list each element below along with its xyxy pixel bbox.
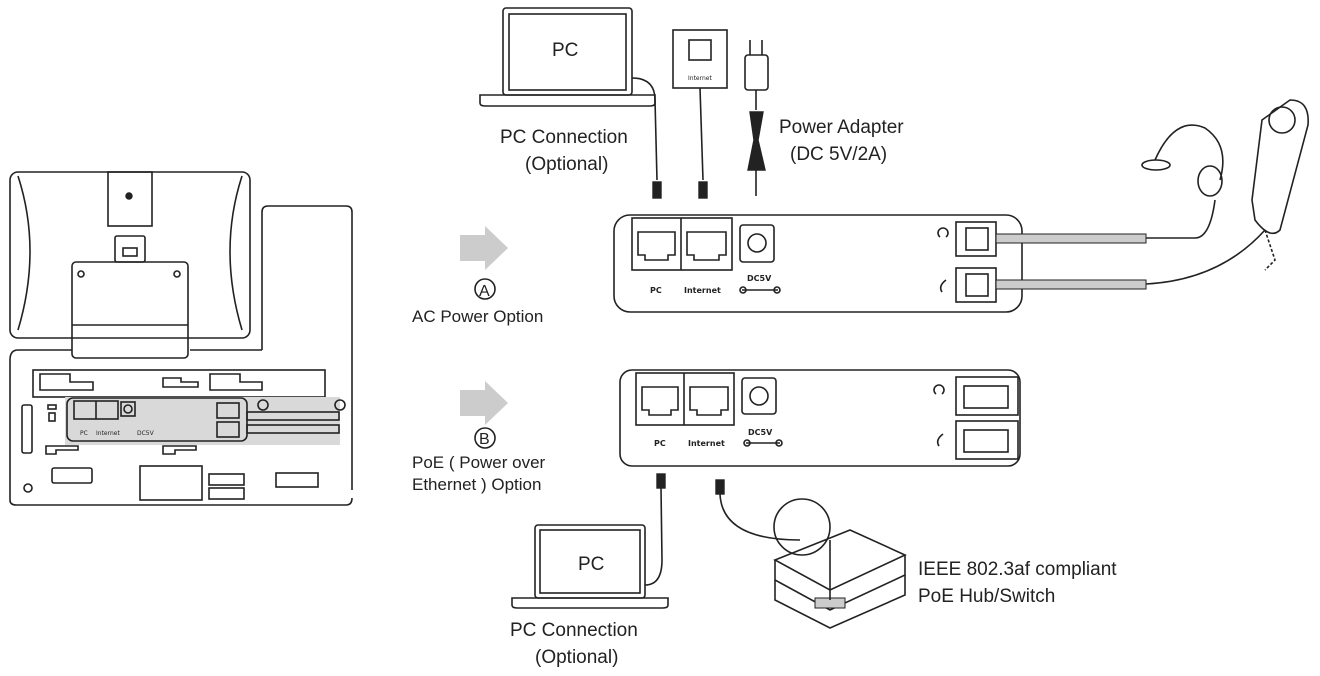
poe-switch-icon [719, 493, 907, 629]
marker-a: A [479, 283, 490, 300]
pc-port-label: PC [650, 286, 662, 295]
poe-switch-label-2: PoE Hub/Switch [918, 586, 1055, 607]
headset-icon [1141, 124, 1224, 239]
power-adapter-label: Power Adapter [779, 117, 904, 138]
pc-connection-label: PC Connection [500, 127, 628, 148]
arrow-right-icon [460, 381, 508, 425]
internet-port-label-b: Internet [688, 439, 725, 448]
pc-laptop-bottom: PC [511, 487, 669, 609]
pc-screen-label-bottom: PC [578, 554, 604, 575]
poe-option-label-2: Ethernet ) Option [412, 475, 541, 494]
port-panel-highlight [65, 397, 340, 445]
back-pc-port-label: PC [80, 430, 88, 437]
poe-option-label-1: PoE ( Power over [412, 453, 546, 472]
pc-screen-label: PC [552, 40, 578, 61]
back-dc-port-label: DC5V [137, 430, 155, 437]
internet-port-label: Internet [684, 286, 721, 295]
poe-switch-label-1: IEEE 802.3af compliant [918, 559, 1117, 580]
pc-port-label-b: PC [654, 439, 666, 448]
handset-icon [1145, 99, 1309, 285]
back-internet-port-label: Internet [96, 430, 120, 437]
marker-b: B [479, 431, 490, 448]
phone-port-panel-ac: PC Internet DC5V [613, 214, 1147, 313]
phone-port-panel-poe: PC Internet DC5V [619, 369, 1021, 495]
pc-connection-optional-bottom: (Optional) [535, 647, 618, 668]
ac-power-option-label: AC Power Option [412, 307, 543, 326]
wall-jack-label: Internet [688, 75, 712, 82]
marker-b-circle [474, 427, 496, 449]
dc-port-label-b: DC5V [748, 428, 773, 437]
power-adapter-spec: (DC 5V/2A) [790, 144, 887, 165]
arrow-right-icon [460, 226, 508, 270]
pc-connection-optional: (Optional) [525, 154, 608, 175]
pc-connection-label-bottom: PC Connection [510, 620, 638, 641]
power-adapter-icon [744, 40, 769, 196]
dc-port-label: DC5V [747, 274, 772, 283]
pc-laptop-top: PC [479, 7, 662, 199]
internet-wall-jack: Internet [672, 29, 728, 199]
phone-back-view: PC Internet DC5V [9, 171, 353, 506]
marker-a-circle [474, 278, 496, 300]
